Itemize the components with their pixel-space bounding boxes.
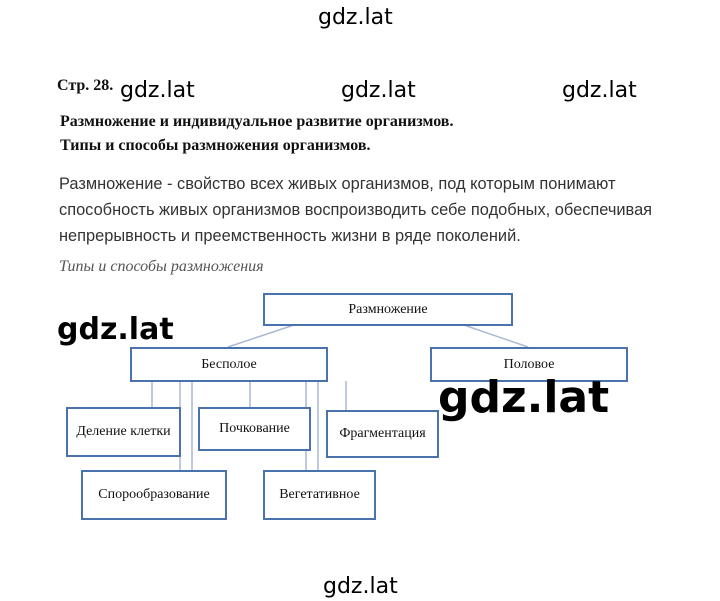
watermark-row-center: gdz.lat — [341, 78, 416, 103]
heading-line-2: Типы и способы размножения организмов. — [60, 137, 371, 154]
watermark-row-left: gdz.lat — [120, 78, 195, 103]
watermark-diagram-left: gdz.lat — [57, 312, 178, 347]
page-reference: Стр. 28. — [57, 77, 114, 94]
definition-paragraph: Размножение - свойство всех живых органи… — [59, 175, 653, 245]
box-fragmentation: Фрагментация — [326, 410, 439, 458]
watermark-top: gdz.lat — [318, 5, 393, 30]
diagram-subheading: Типы и способы размножения — [59, 258, 264, 275]
box-budding: Почкование — [198, 407, 311, 451]
watermark-diagram-right: gdz.lat — [438, 372, 610, 423]
heading-line-1: Размножение и индивидуальное развитие ор… — [60, 113, 454, 130]
watermark-bottom: gdz.lat — [323, 574, 398, 599]
box-cell-division: Деление клетки — [66, 407, 181, 457]
box-sexual: Половое — [430, 347, 628, 382]
box-sporulation: Спорообразование — [81, 470, 227, 520]
box-vegetative: Вегетативное — [263, 470, 376, 520]
box-asexual: Бесполое — [130, 347, 328, 382]
box-reproduction: Размножение — [263, 293, 513, 326]
watermark-row-right: gdz.lat — [562, 78, 637, 103]
